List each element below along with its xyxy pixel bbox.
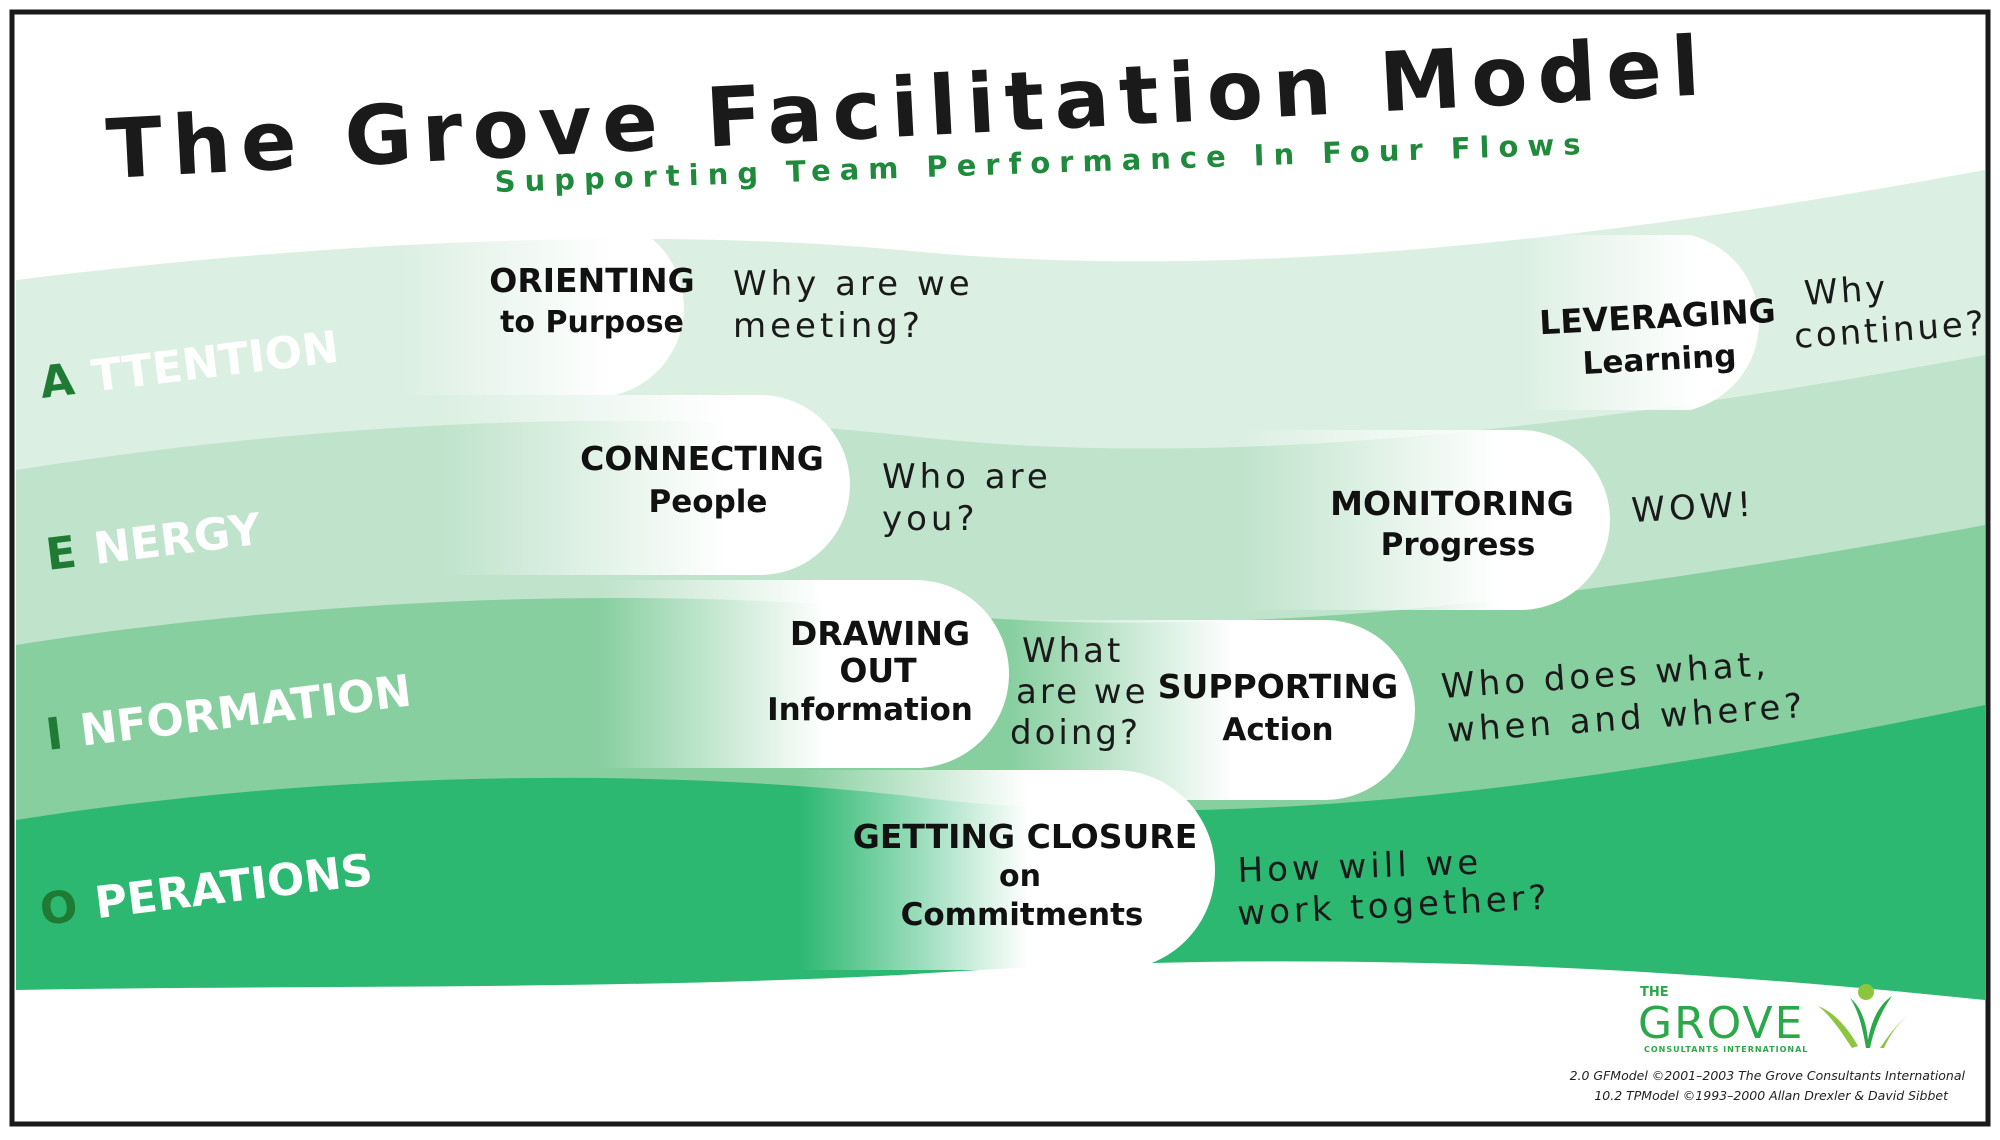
stage-subtitle: to Purpose bbox=[500, 305, 684, 340]
bubble-drawing-out bbox=[600, 580, 1009, 768]
stage-title: MONITORING bbox=[1330, 484, 1574, 523]
stage-question-line: doing? bbox=[1010, 713, 1141, 753]
brand-tagline: CONSULTANTS INTERNATIONAL bbox=[1644, 1045, 1808, 1054]
stage-question-line: meeting? bbox=[733, 306, 924, 346]
stage-question-line: Why are we bbox=[733, 264, 974, 304]
flow-initial: E bbox=[43, 524, 97, 580]
stage-monitoring: MONITORING Progress WOW! bbox=[1330, 484, 1756, 563]
bubble-supporting bbox=[1010, 620, 1416, 800]
bubble-leveraging bbox=[1520, 235, 1759, 410]
stage-orienting: ORIENTING to Purpose Why are we meeting? bbox=[489, 261, 974, 346]
stage-subtitle: Commitments bbox=[901, 897, 1144, 933]
brand-name: GROVE bbox=[1638, 998, 1804, 1049]
stage-subtitle: People bbox=[649, 484, 768, 520]
stage-connecting: CONNECTING People Who are you? bbox=[580, 439, 1052, 539]
bubble-getting-closure bbox=[800, 770, 1215, 970]
stage-drawing-out: DRAWING OUT Information What are we doin… bbox=[767, 614, 1149, 753]
stage-subtitle: Action bbox=[1222, 712, 1333, 748]
stage-title: GETTING CLOSURE bbox=[853, 817, 1198, 856]
stage-title: CONNECTING bbox=[580, 439, 824, 478]
flow-initial: O bbox=[37, 879, 98, 936]
stage-question-line: WOW! bbox=[1630, 485, 1756, 531]
stage-subtitle: Progress bbox=[1381, 527, 1536, 563]
copyright-line: 10.2 TPModel ©1993–2000 Allan Drexler & … bbox=[1594, 1088, 1949, 1103]
stage-subtitle: Information bbox=[767, 692, 973, 728]
flow-initial: I bbox=[43, 706, 83, 761]
stage-subtitle: Learning bbox=[1582, 338, 1738, 382]
stage-title: SUPPORTING bbox=[1158, 667, 1398, 706]
stage-getting-closure: GETTING CLOSURE on Commitments How will … bbox=[853, 817, 1552, 934]
brand-small-text: THE bbox=[1640, 985, 1669, 1000]
stage-subtitle: on bbox=[999, 859, 1041, 894]
stage-title: ORIENTING bbox=[489, 261, 694, 300]
stage-question-line: Who are bbox=[882, 457, 1052, 497]
brand-logo: THE GROVE CONSULTANTS INTERNATIONAL bbox=[1638, 984, 1920, 1054]
bubble-orienting bbox=[400, 220, 684, 395]
stage-question-line: you? bbox=[882, 499, 979, 539]
stage-question-line: How will we bbox=[1237, 842, 1483, 891]
stage-question-line: What bbox=[1022, 631, 1123, 671]
stage-question-line: Why bbox=[1803, 268, 1890, 314]
copyright-line: 2.0 GFModel ©2001–2003 The Grove Consult… bbox=[1570, 1068, 1966, 1083]
stage-supporting: SUPPORTING Action Who does what, when an… bbox=[1158, 644, 1808, 751]
stage-title: OUT bbox=[839, 651, 917, 690]
stage-title: DRAWING bbox=[790, 614, 970, 653]
sprout-figure-icon bbox=[1818, 984, 1920, 1048]
flow-initial: A bbox=[37, 352, 95, 409]
bubble-connecting bbox=[440, 395, 850, 575]
stage-question-line: are we bbox=[1016, 672, 1149, 712]
bubble-monitoring bbox=[1240, 430, 1611, 610]
